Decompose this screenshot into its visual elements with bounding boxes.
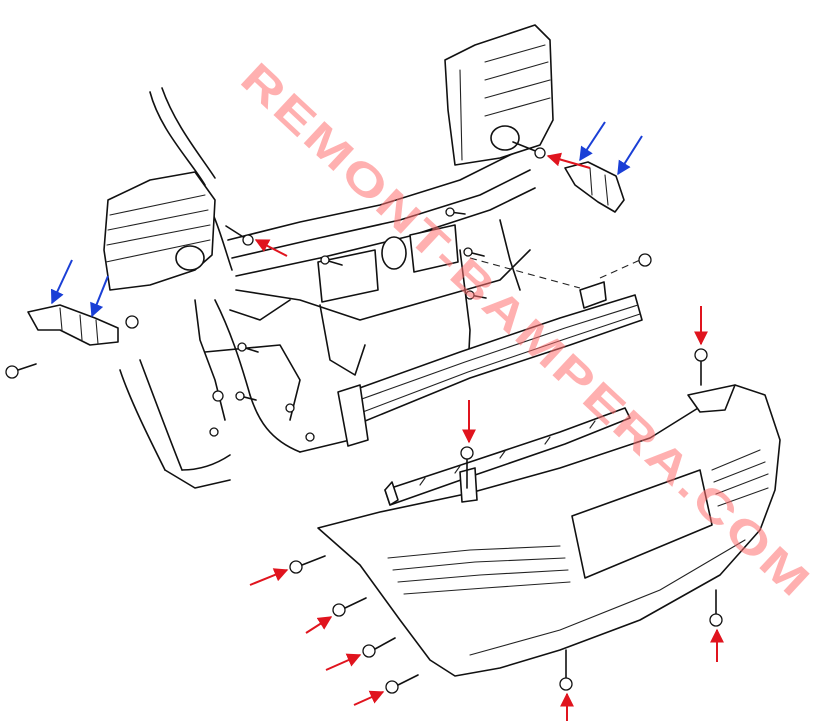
bolt-body-5: [237, 342, 259, 353]
screw-top-right: [694, 348, 708, 386]
red-arrows: [249, 152, 724, 721]
screw-side-3: [362, 637, 396, 658]
blue-arrow: [90, 275, 109, 318]
screw-bottom-center: [559, 649, 573, 691]
blue-arrow: [617, 135, 643, 176]
red-arrow: [254, 239, 288, 257]
bumper-mounting-bracket: [384, 407, 631, 506]
bolt-body-3: [463, 247, 485, 257]
red-arrow: [325, 653, 362, 671]
screw-bottom-right: [709, 589, 723, 627]
right-side-bracket: [564, 161, 625, 213]
blue-arrow: [50, 259, 73, 305]
bolt-body-2: [445, 207, 466, 217]
bolt-body-1: [320, 255, 343, 266]
bolt-body-6: [235, 391, 257, 401]
screw-side-4: [385, 674, 419, 694]
red-arrow: [353, 690, 385, 706]
screw-side-2: [332, 597, 367, 617]
bolt-body-4: [465, 290, 487, 300]
left-tail-lamp: [103, 171, 216, 291]
blue-arrows: [50, 121, 643, 318]
screw-side-1: [289, 555, 326, 574]
screw-left-lamp: [225, 225, 254, 246]
red-arrow: [546, 152, 591, 169]
nut-beam: [638, 253, 652, 267]
car-body-rear-panel: [119, 87, 536, 489]
red-arrow: [249, 568, 289, 586]
screw-right-lamp: [512, 141, 546, 159]
left-side-bracket: [27, 304, 139, 346]
bumper-reinforcement-beam: [337, 257, 643, 447]
red-arrow: [305, 616, 333, 634]
blue-arrow: [579, 121, 606, 162]
right-tail-lamp: [444, 24, 554, 166]
screw-top-center: [460, 446, 474, 489]
rear-bumper-cover: [317, 384, 781, 677]
screw-left-bracket: [5, 363, 37, 379]
